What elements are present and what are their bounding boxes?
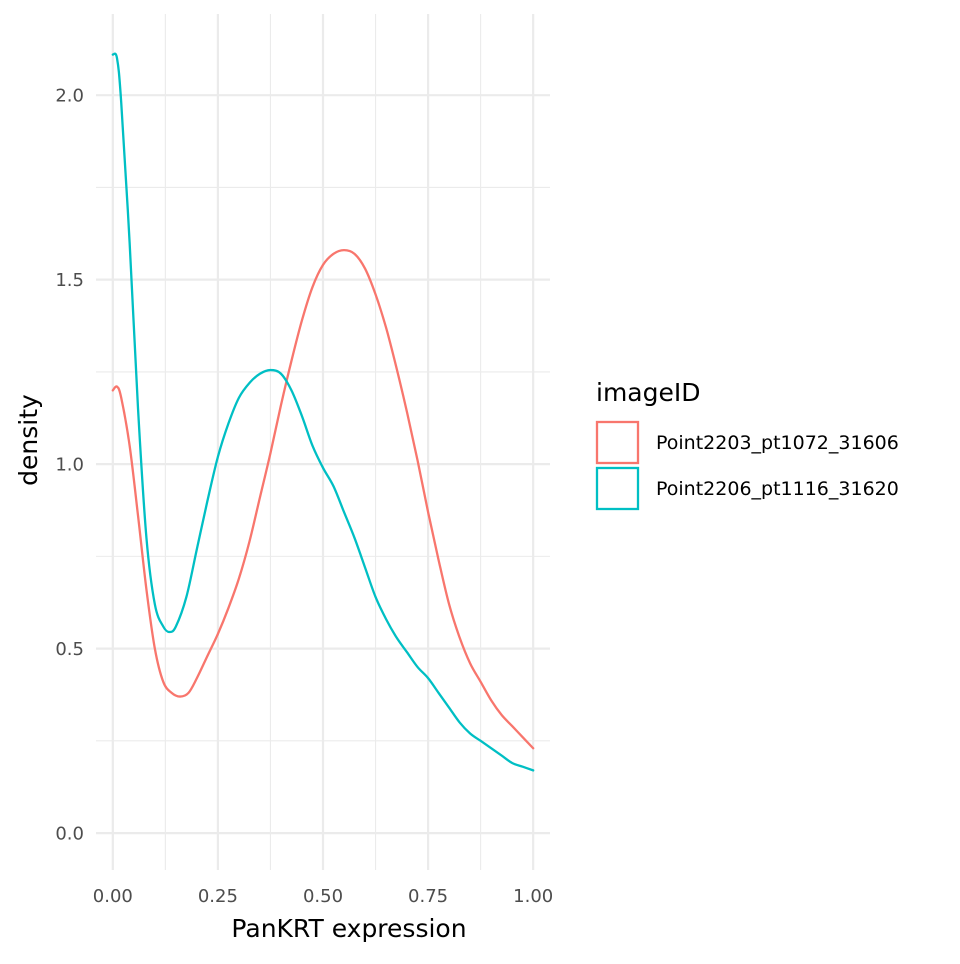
x-axis-tick-labels: 0.00 0.25 0.50 0.75 1.00 — [93, 886, 553, 907]
density-line-series-2 — [111, 52, 535, 772]
legend-label: Point2206_pt1116_31620 — [656, 478, 899, 500]
series-lines — [111, 52, 535, 772]
grid-lines — [96, 14, 550, 870]
y-tick-label: 1.0 — [55, 455, 84, 476]
y-tick-label: 0.0 — [55, 824, 84, 845]
y-tick-label: 1.5 — [55, 270, 84, 291]
legend: imageID Point2203_pt1072_31606Point2206_… — [595, 378, 899, 511]
x-tick-label: 0.50 — [303, 886, 343, 907]
y-axis-title: density — [14, 394, 43, 486]
density-line-series-1 — [111, 248, 535, 750]
legend-title: imageID — [596, 378, 701, 407]
y-axis-tick-labels: 0.0 0.5 1.0 1.5 2.0 — [55, 86, 84, 845]
x-tick-label: 0.25 — [198, 886, 238, 907]
legend-label: Point2203_pt1072_31606 — [656, 432, 899, 454]
x-tick-label: 0.75 — [408, 886, 448, 907]
legend-key — [595, 420, 640, 465]
y-tick-label: 0.5 — [55, 639, 84, 660]
legend-key — [595, 466, 640, 511]
x-tick-label: 1.00 — [513, 886, 553, 907]
legend-items: Point2203_pt1072_31606Point2206_pt1116_3… — [595, 420, 899, 511]
x-axis-title: PanKRT expression — [231, 914, 466, 943]
x-tick-label: 0.00 — [93, 886, 133, 907]
y-tick-label: 2.0 — [55, 86, 84, 107]
